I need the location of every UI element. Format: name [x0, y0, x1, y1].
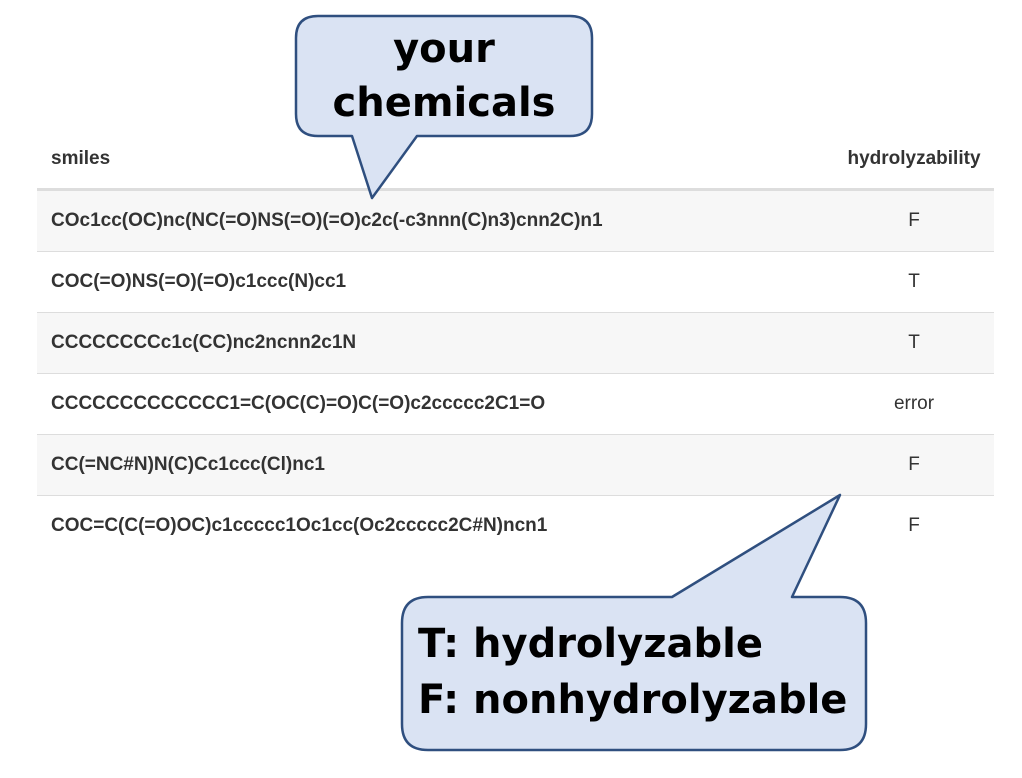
callout-your-chemicals: your chemicals [296, 22, 592, 130]
smiles-cell: COc1cc(OC)nc(NC(=O)NS(=O)(=O)c2c(-c3nnn(… [37, 189, 834, 252]
table-row: COC=C(C(=O)OC)c1ccccc1Oc1cc(Oc2ccccc2C#N… [37, 495, 994, 556]
hydrolyzability-cell: F [834, 434, 994, 496]
hydrolyzability-cell: F [834, 189, 994, 252]
callout-top-line2: chemicals [332, 80, 556, 126]
smiles-cell: CC(=NC#N)N(C)Cc1ccc(Cl)nc1 [37, 434, 834, 496]
hydrolyzability-cell: T [834, 312, 994, 374]
table-header-row: smiles hydrolyzability [37, 130, 994, 191]
header-hydrolyzability[interactable]: hydrolyzability [834, 130, 994, 191]
hydrolyzability-cell: error [834, 373, 994, 435]
table-row: CCCCCCCCCCCCC1=C(OC(C)=O)C(=O)c2ccccc2C1… [37, 373, 994, 435]
callout-bottom-line2: F: nonhydrolyzable [418, 677, 848, 723]
callout-bottom-line1: T: hydrolyzable [418, 621, 763, 667]
table-row: COc1cc(OC)nc(NC(=O)NS(=O)(=O)c2c(-c3nnn(… [37, 189, 994, 252]
smiles-cell: CCCCCCCCCCCCC1=C(OC(C)=O)C(=O)c2ccccc2C1… [37, 373, 834, 435]
table-row: CCCCCCCCc1c(CC)nc2ncnn2c1N T [37, 312, 994, 374]
results-table: smiles hydrolyzability COc1cc(OC)nc(NC(=… [37, 130, 994, 556]
callout-top-line1: your [393, 26, 495, 72]
header-smiles[interactable]: smiles [37, 130, 834, 191]
hydrolyzability-cell: T [834, 251, 994, 313]
hydrolyzability-cell: F [834, 495, 994, 556]
table-row: COC(=O)NS(=O)(=O)c1ccc(N)cc1 T [37, 251, 994, 313]
smiles-cell: COC=C(C(=O)OC)c1ccccc1Oc1cc(Oc2ccccc2C#N… [37, 495, 834, 556]
callout-legend: T: hydrolyzable F: nonhydrolyzable [418, 616, 858, 728]
smiles-cell: CCCCCCCCc1c(CC)nc2ncnn2c1N [37, 312, 834, 374]
smiles-cell: COC(=O)NS(=O)(=O)c1ccc(N)cc1 [37, 251, 834, 313]
table-row: CC(=NC#N)N(C)Cc1ccc(Cl)nc1 F [37, 434, 994, 496]
